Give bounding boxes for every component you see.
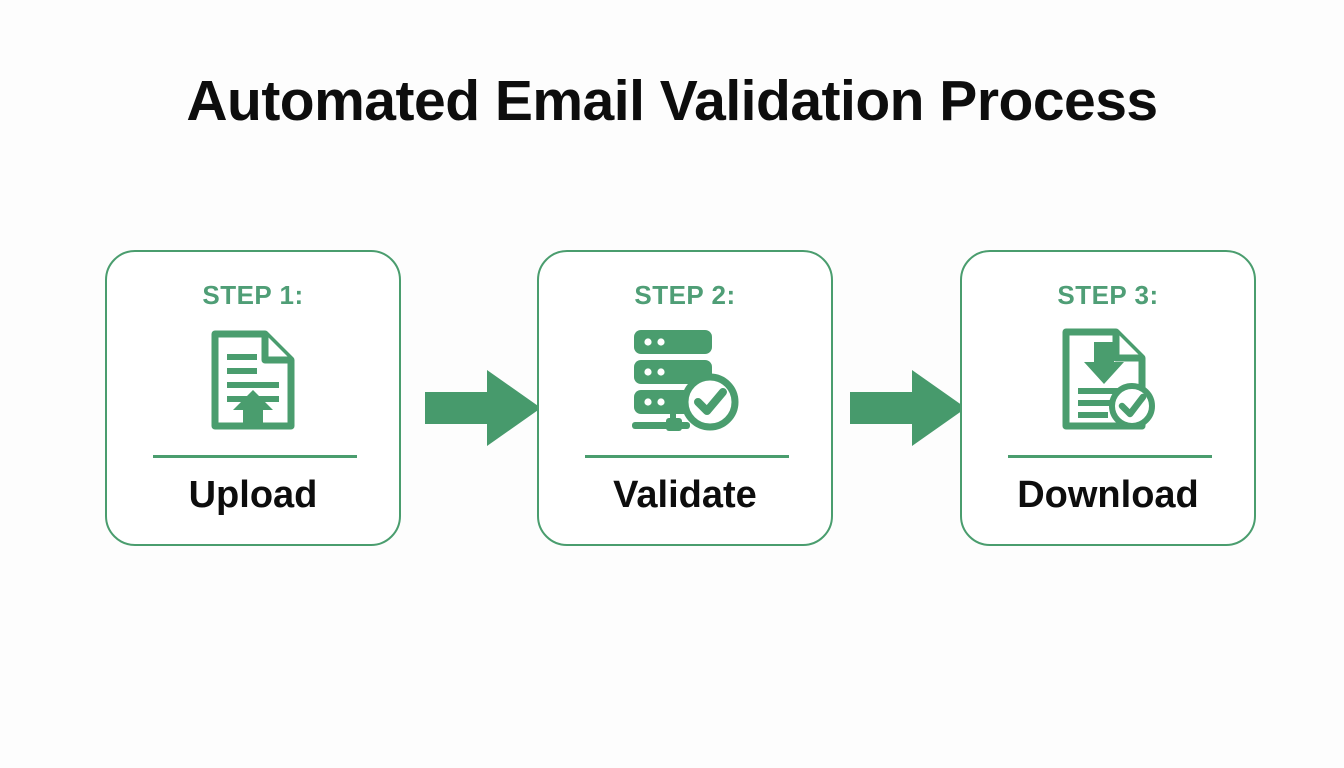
step-title-3: Download (1017, 474, 1199, 516)
arrow-right-icon (425, 370, 541, 446)
step-label-3: STEP 3: (1057, 280, 1159, 310)
card-divider-3 (1008, 455, 1212, 458)
step-card-download[interactable]: STEP 3: Download (960, 250, 1256, 546)
step-label-1: STEP 1: (202, 280, 304, 310)
step-title-2: Validate (613, 474, 757, 516)
page-title: Automated Email Validation Process (186, 69, 1158, 133)
step-title-1: Upload (188, 474, 318, 516)
step-icon-2 (539, 324, 831, 436)
arrow-right-icon (850, 370, 966, 446)
document-upload-icon (211, 330, 295, 430)
connector-arrow-1 (425, 370, 541, 446)
document-download-check-icon (1062, 328, 1155, 430)
server-check-icon (632, 330, 739, 431)
process-flow: STEP 1: Upload (105, 250, 1265, 550)
step-label-2: STEP 2: (634, 280, 736, 310)
step-icon-1 (107, 324, 399, 436)
step-card-validate[interactable]: STEP 2: (537, 250, 833, 546)
connector-arrow-2 (850, 370, 966, 446)
card-divider-2 (585, 455, 789, 458)
step-card-upload[interactable]: STEP 1: Upload (105, 250, 401, 546)
step-icon-3 (962, 324, 1254, 436)
card-divider-1 (153, 455, 357, 458)
